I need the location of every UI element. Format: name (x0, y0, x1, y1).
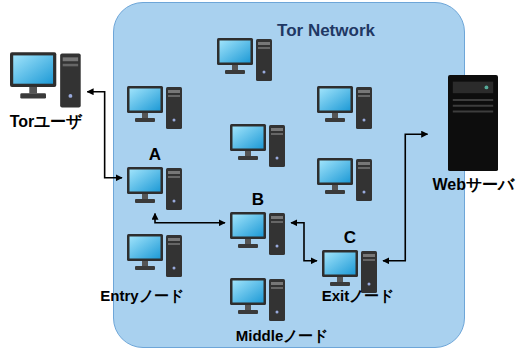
computer-icon (230, 212, 286, 256)
role-label: Exitノード (322, 287, 395, 304)
role-label: Middleノード (236, 327, 329, 344)
relay-node: C (318, 226, 382, 296)
computer-icon (127, 86, 182, 129)
computer-icon (230, 278, 285, 321)
arrow-connector (87, 92, 122, 178)
node-label: Webサーバ (433, 176, 514, 194)
computer-icon (127, 167, 183, 211)
computer-icon (10, 52, 82, 109)
server-node: Webサーバ (429, 72, 518, 196)
computer-icon (322, 250, 378, 294)
node-label: Torユーザ (10, 113, 83, 131)
computer-icon (317, 86, 372, 129)
node-letter: A (149, 145, 161, 165)
user-node: Torユーザ (6, 50, 87, 133)
arrow-connector (383, 134, 428, 261)
node-letter: C (344, 228, 356, 248)
server-icon (448, 74, 498, 172)
computer-icon (317, 158, 372, 201)
arrow-connector (155, 214, 225, 223)
node-letter: B (252, 190, 264, 210)
region-title: Tor Network (277, 21, 375, 41)
role-label: Entryノード (100, 287, 183, 304)
computer-icon (217, 38, 272, 81)
relay-node: A (123, 143, 187, 213)
computer-icon (127, 234, 182, 277)
computer-icon (230, 124, 285, 167)
arrow-connector (291, 223, 317, 261)
relay-node: B (226, 188, 290, 258)
